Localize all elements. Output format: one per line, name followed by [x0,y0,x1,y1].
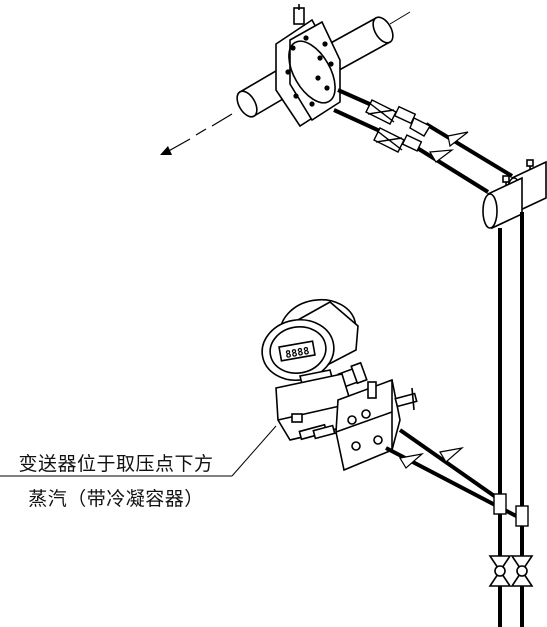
drain-valve-right [510,555,534,587]
condensate-pot-left [482,175,523,230]
orifice-flange [275,4,341,128]
impulse-line-upper [337,88,514,178]
flange-bolts [285,35,334,107]
caption-line-2: 蒸汽（带冷凝容器） [28,488,204,510]
caption-line-1: 变送器位于取压点下方 [18,453,214,475]
manifold-line-upper [398,428,502,502]
flow-direction-arrow [160,113,233,155]
drain-valve-left [488,555,512,587]
impulse-line-lower [333,108,490,194]
slope-marker-manifold-lower [399,453,425,469]
tee-fittings [493,493,529,527]
root-valve-upper [365,99,431,137]
three-valve-manifold [312,378,418,472]
lcd-readout: 8888 [285,346,311,361]
slope-marker-lower [428,149,455,163]
caption-leader-line [0,425,277,477]
root-valve-lower [373,127,423,153]
lcd-display [278,340,316,362]
slope-marker-manifold-upper [439,447,465,463]
slope-marker-upper [447,131,469,148]
